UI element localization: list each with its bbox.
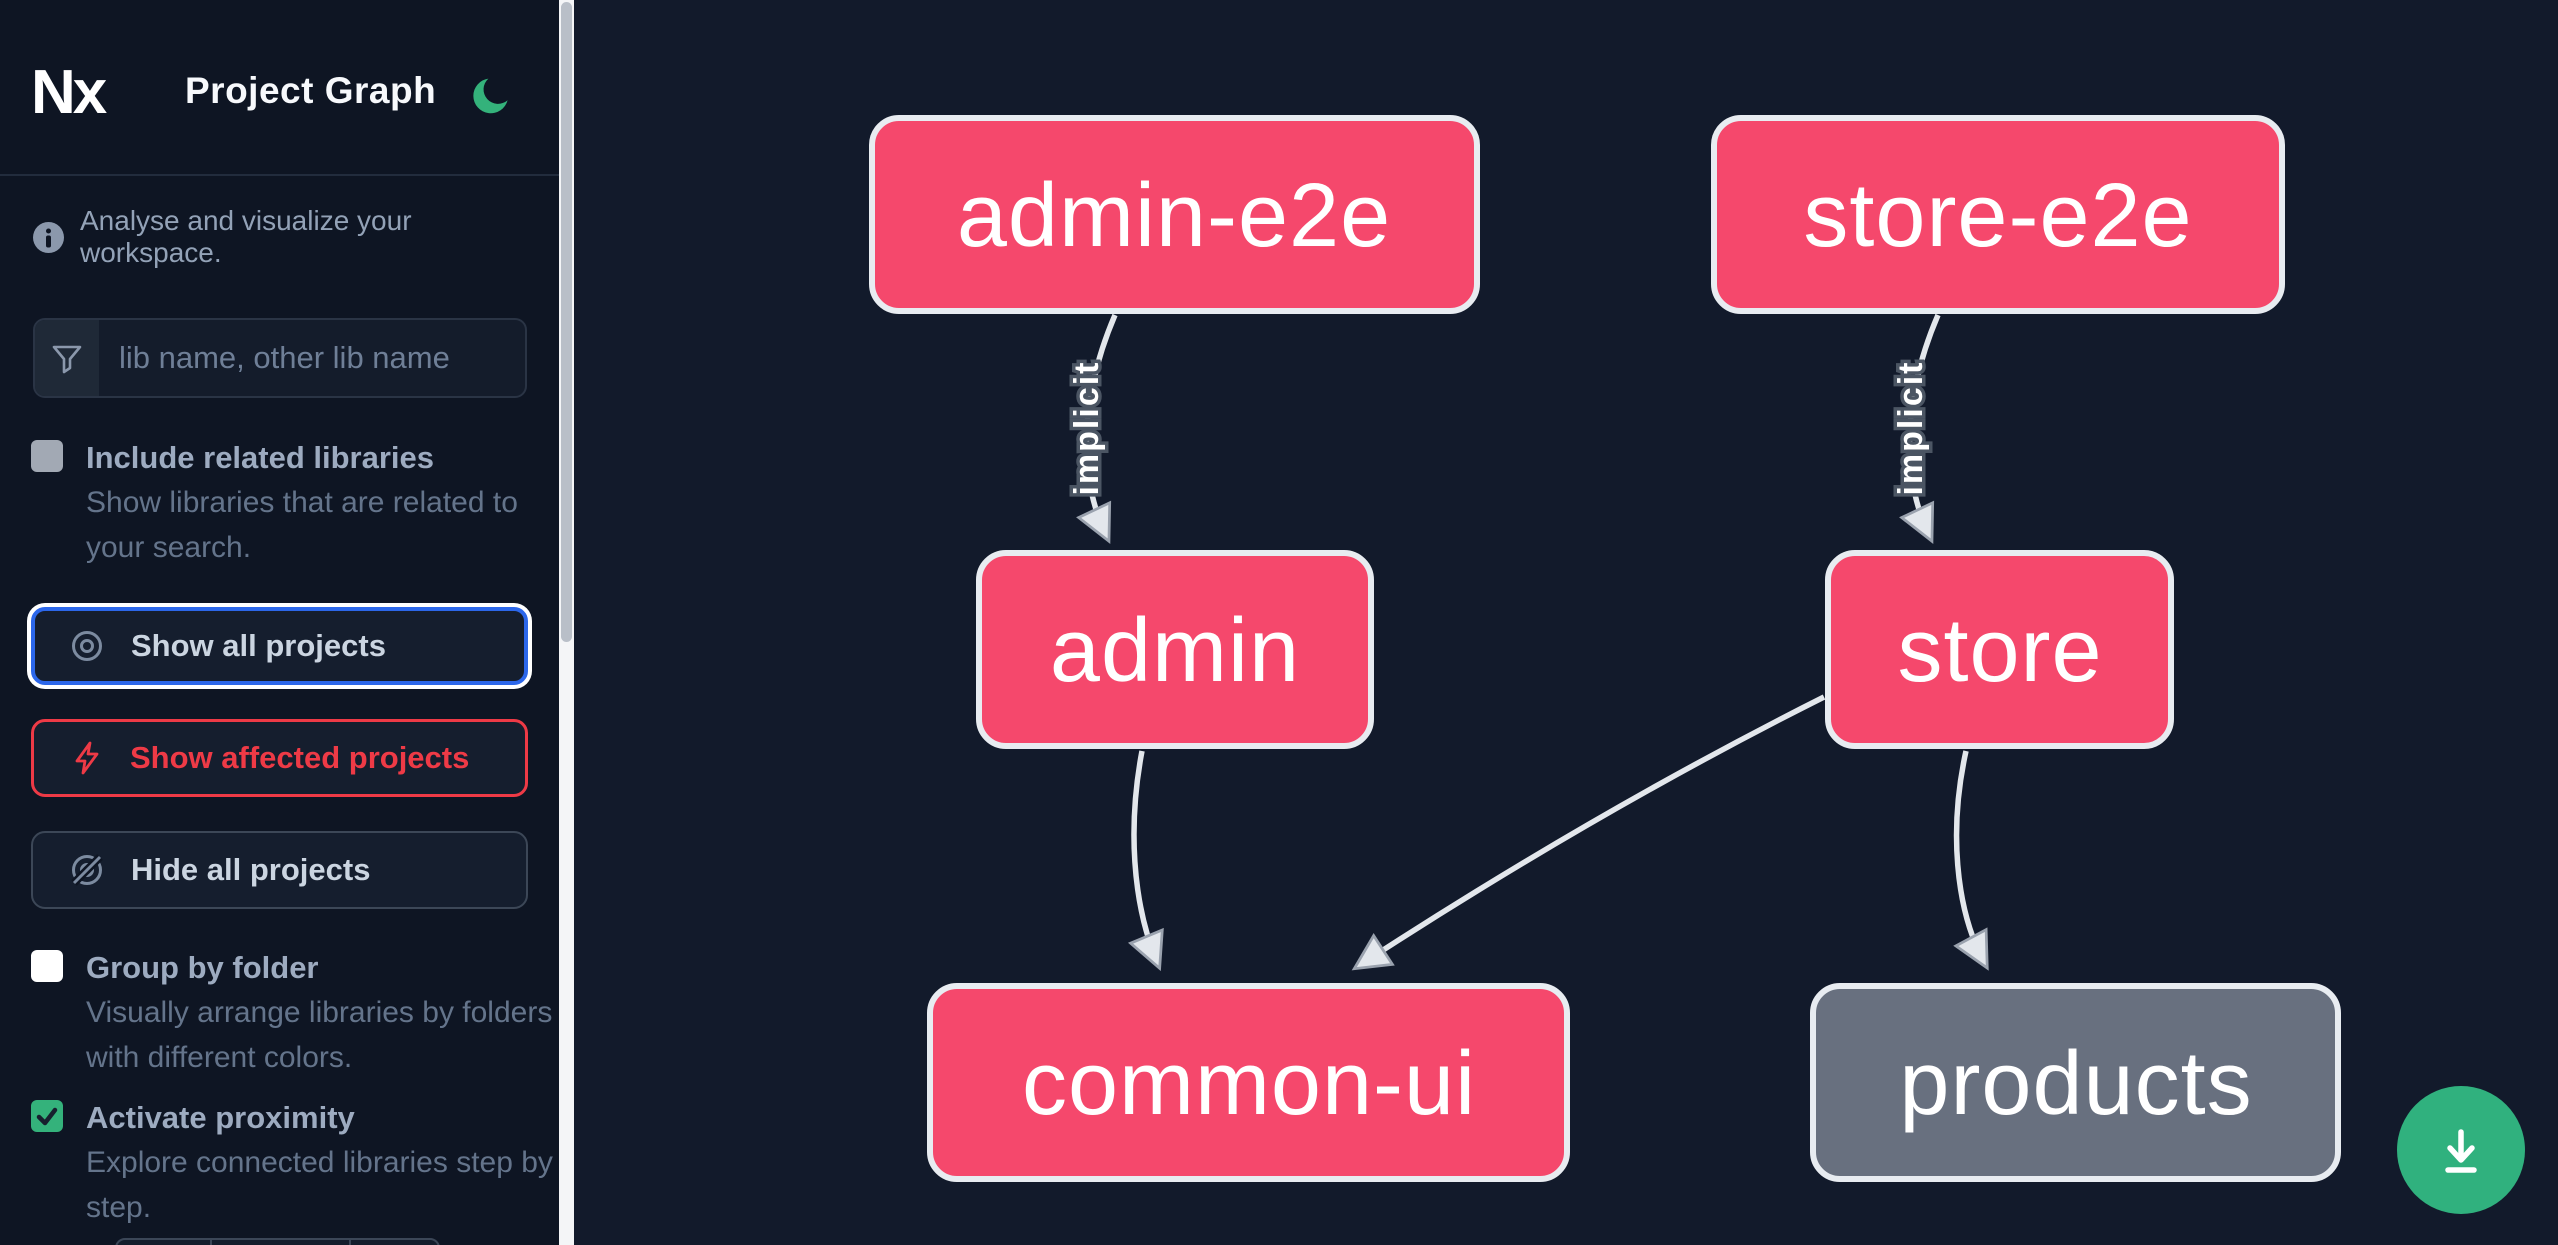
show-affected-projects-label: Show affected projects — [130, 740, 470, 775]
toggle-activate-proximity: Activate proximity Explore connected lib… — [31, 1096, 553, 1230]
hide-all-projects-label: Hide all projects — [131, 852, 371, 887]
stepper-increment[interactable] — [351, 1240, 438, 1245]
node-label: admin-e2e — [957, 166, 1391, 266]
download-icon — [2429, 1118, 2493, 1182]
edge-label-implicit: implicit — [1892, 360, 1930, 495]
funnel-icon — [35, 320, 99, 396]
checkbox-activate-proximity[interactable] — [31, 1100, 63, 1132]
toggle-include-related-libraries: Include related libraries Show libraries… — [31, 436, 531, 570]
lightning-bolt-icon — [70, 740, 104, 776]
checkbox-include-related-libraries — [31, 440, 63, 472]
sidebar: Nx Project Graph Analyse and visualize y… — [0, 0, 559, 1245]
toggle-label: Include related libraries — [86, 440, 435, 475]
show-all-projects-label: Show all projects — [131, 628, 386, 663]
stepper-decrement[interactable] — [117, 1240, 212, 1245]
workspace-tagline-row: Analyse and visualize your workspace. — [33, 205, 559, 269]
show-affected-projects-button[interactable]: Show affected projects — [31, 719, 528, 797]
node-label: common-ui — [1022, 1034, 1476, 1134]
edge-admin-common-ui — [1127, 750, 1164, 972]
node-label: store-e2e — [1803, 166, 2192, 266]
sidebar-scrollbar-track[interactable] — [559, 0, 574, 1245]
edge-store-products — [1953, 750, 1989, 971]
page-title: Project Graph — [185, 70, 437, 111]
edge-store-common-ui — [1351, 694, 1826, 971]
theme-toggle-button[interactable] — [468, 72, 516, 120]
toggle-description: Explore connected libraries step by step… — [86, 1146, 553, 1224]
show-all-projects-button[interactable]: Show all projects — [31, 607, 528, 685]
toggle-description: Visually arrange libraries by folders wi… — [86, 996, 553, 1074]
checkbox-group-by-folder[interactable] — [31, 950, 63, 982]
moon-icon — [468, 78, 516, 123]
eye-icon — [69, 628, 105, 664]
info-icon — [33, 221, 64, 253]
checkmark-icon — [34, 1103, 60, 1129]
edges: implicit implicit — [1065, 313, 1989, 972]
sidebar-header: Nx Project Graph — [0, 0, 559, 176]
toggle-description: Show libraries that are related to your … — [86, 486, 518, 564]
stepper-value — [212, 1240, 351, 1245]
toggle-label: Group by folder — [86, 950, 319, 985]
graph-canvas[interactable]: implicit implicit admin-e2e store-e2e ad… — [574, 0, 2558, 1245]
nx-logo: Nx — [31, 58, 107, 127]
edge-store-e2e-store — [1899, 313, 1941, 544]
filter-box — [33, 318, 527, 398]
node-admin-e2e[interactable]: admin-e2e — [869, 115, 1480, 314]
filter-input[interactable] — [99, 320, 525, 396]
proximity-stepper[interactable] — [115, 1238, 440, 1245]
eye-slash-icon — [69, 852, 105, 888]
workspace-tagline: Analyse and visualize your workspace. — [80, 205, 412, 268]
download-image-button[interactable] — [2397, 1086, 2525, 1214]
node-admin[interactable]: admin — [976, 550, 1374, 749]
edge-admin-e2e-admin — [1076, 313, 1118, 544]
toggle-label: Activate proximity — [86, 1100, 355, 1135]
node-common-ui[interactable]: common-ui — [927, 983, 1570, 1182]
hide-all-projects-button[interactable]: Hide all projects — [31, 831, 528, 909]
node-store[interactable]: store — [1825, 550, 2174, 749]
node-label: products — [1899, 1034, 2252, 1134]
node-products[interactable]: products — [1810, 983, 2341, 1182]
node-label: store — [1897, 601, 2102, 701]
edge-label-implicit: implicit — [1068, 360, 1106, 495]
project-graph-svg[interactable]: implicit implicit admin-e2e store-e2e ad… — [574, 0, 2558, 1245]
node-label: admin — [1050, 601, 1300, 701]
sidebar-scrollbar-thumb[interactable] — [561, 2, 572, 642]
toggle-group-by-folder: Group by folder Visually arrange librari… — [31, 946, 552, 1080]
node-store-e2e[interactable]: store-e2e — [1711, 115, 2285, 314]
